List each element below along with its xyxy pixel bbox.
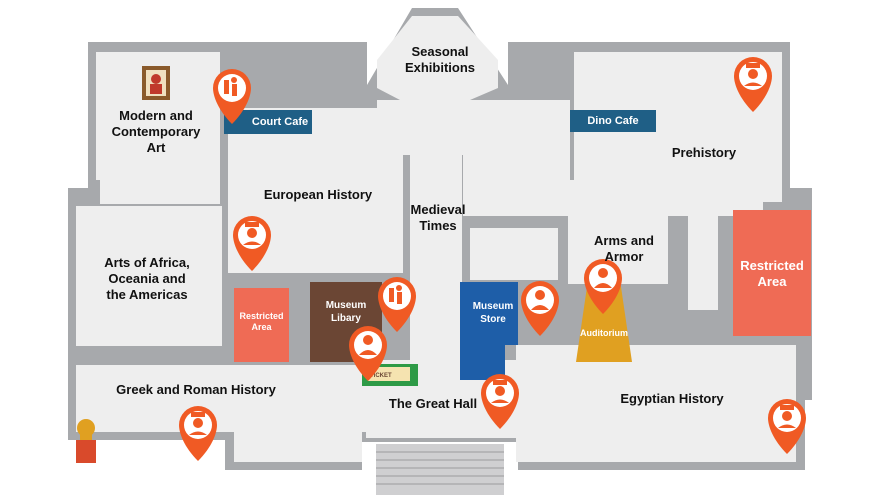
restricted-area-large	[733, 210, 811, 336]
room-seasonal-exhibitions[interactable]: Seasonal Exhibitions	[404, 44, 476, 75]
pin-guard-icon[interactable]	[179, 406, 217, 461]
room-prehistory[interactable]: Prehistory	[671, 145, 737, 160]
pin-cleaning-icon[interactable]	[213, 69, 251, 124]
restricted-area-small-label: Restricted Area	[239, 311, 284, 332]
pin-guard-icon[interactable]	[233, 216, 271, 271]
room-greek-roman-history[interactable]: Greek and Roman History	[116, 382, 276, 397]
room-modern-art[interactable]: Modern and Contemporary Art	[111, 108, 201, 155]
svg-text:TICKET: TICKET	[370, 373, 392, 379]
auditorium-label: Auditorium	[580, 328, 628, 338]
museum-store-block[interactable]	[460, 282, 518, 380]
pin-person-icon[interactable]	[521, 281, 559, 336]
museum-store-label: Museum Store	[472, 301, 514, 325]
restricted-area-large-label: Restricted Area	[740, 258, 804, 289]
court-cafe-label: Court Cafe	[251, 116, 309, 128]
room-arms-and-armor[interactable]: Arms and Armor	[594, 233, 654, 264]
museum-library-label: Museum Libary	[325, 300, 367, 324]
entrance-stairs	[376, 444, 504, 495]
pin-cleaning-icon[interactable]	[378, 277, 416, 332]
pin-guard-icon[interactable]	[734, 57, 772, 112]
helmet-bust-icon	[76, 419, 96, 463]
dino-cafe-block[interactable]	[570, 110, 656, 132]
room-medieval-times[interactable]: Medieval Times	[410, 202, 466, 233]
room-great-hall[interactable]: The Great Hall	[388, 396, 478, 411]
pin-guard-icon[interactable]	[481, 374, 519, 429]
room-africa-oceania-americas[interactable]: Arts of Africa, Oceania and the Americas	[104, 255, 190, 302]
pin-person-icon[interactable]	[349, 326, 387, 381]
room-egyptian-history[interactable]: Egyptian History	[620, 391, 724, 406]
restricted-area-small	[234, 288, 289, 362]
room-european-history[interactable]: European History	[263, 187, 373, 202]
artwork-frame-icon	[142, 66, 170, 100]
pin-guard-icon[interactable]	[768, 399, 806, 454]
dino-cafe-label: Dino Cafe	[587, 115, 639, 127]
auditorium-block[interactable]	[576, 280, 632, 362]
pin-person-icon[interactable]	[584, 259, 622, 314]
